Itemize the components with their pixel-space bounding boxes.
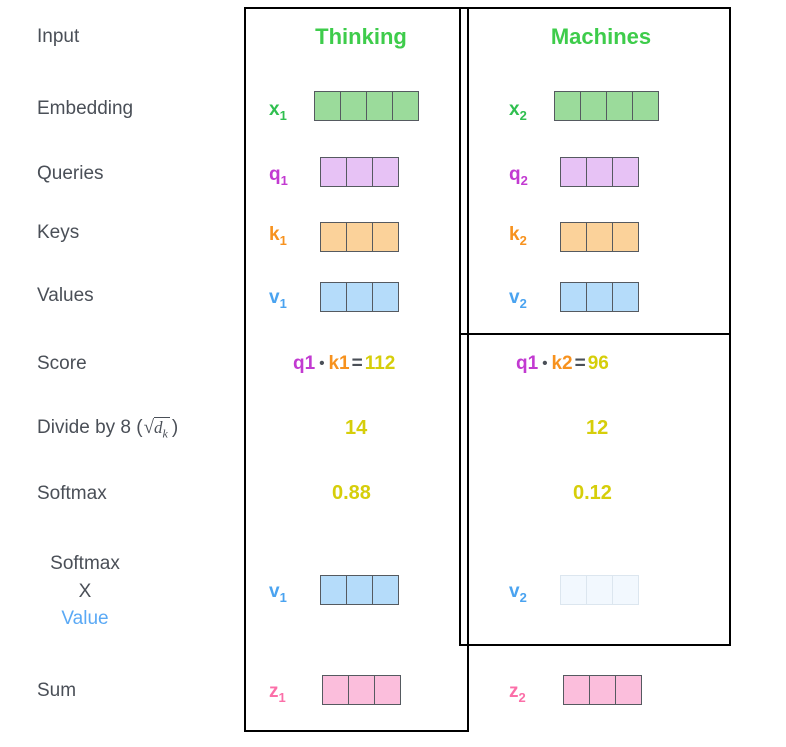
- softmax-value-right: 0.12: [573, 482, 612, 504]
- vector-cell: [612, 222, 639, 252]
- vector-cell: [346, 575, 373, 605]
- row-label-input: Input: [37, 26, 80, 47]
- vector-cell: [586, 157, 613, 187]
- vector-strip-z1: [322, 675, 401, 705]
- row-label-queries: Queries: [37, 163, 104, 184]
- vector-label-x2: x2: [509, 99, 527, 123]
- softmax-value-left: 0.88: [332, 482, 371, 504]
- vector-strip-q2: [560, 157, 639, 187]
- row-label-embedding: Embedding: [37, 98, 134, 119]
- vector-cell: [320, 282, 347, 312]
- vector-strip-v2-weighted: [560, 575, 639, 605]
- outline-box-score-lower: [459, 333, 731, 646]
- outline-seam-lower: [246, 335, 252, 644]
- row-label-softmax: Softmax: [37, 483, 107, 504]
- row-label-sum: Sum: [37, 680, 77, 701]
- column-header-thinking: Thinking: [315, 24, 407, 49]
- vector-cell: [560, 575, 587, 605]
- vector-cell: [366, 91, 393, 121]
- divide-label-text: Divide by 8 (: [37, 417, 143, 438]
- vector-label-v1-weighted: v1: [269, 581, 287, 605]
- vector-cell: [346, 157, 373, 187]
- vector-cell: [589, 675, 616, 705]
- vector-strip-v1-weighted: [320, 575, 399, 605]
- vector-strip-x1: [314, 91, 419, 121]
- divide-value-right: 12: [586, 417, 609, 439]
- vector-cell: [612, 157, 639, 187]
- vector-cell: [580, 91, 607, 121]
- column-header-machines: Machines: [550, 24, 652, 49]
- vector-cell: [372, 222, 399, 252]
- vector-cell: [320, 157, 347, 187]
- vector-cell: [586, 575, 613, 605]
- vector-cell: [560, 222, 587, 252]
- vector-label-k1: k1: [269, 224, 287, 248]
- row-label-divide-by-8: Divide by 8 (√dk): [37, 417, 179, 441]
- vector-cell: [632, 91, 659, 121]
- vector-label-k2: k2: [509, 224, 527, 248]
- vector-cell: [374, 675, 401, 705]
- vector-cell: [320, 575, 347, 605]
- vector-strip-k1: [320, 222, 399, 252]
- vector-strip-v1: [320, 282, 399, 312]
- softmax-times-value-line-2: X: [78, 580, 92, 602]
- score-formula-left: q1•k1=112: [293, 353, 396, 374]
- divide-value-left: 14: [345, 417, 368, 439]
- divide-label-close-paren: ): [171, 417, 179, 438]
- vector-cell: [586, 282, 613, 312]
- score-formula-right: q1•k2=96: [516, 353, 609, 374]
- vector-cell: [340, 91, 367, 121]
- vector-label-x1: x1: [269, 99, 287, 123]
- vector-label-v2: v2: [509, 287, 527, 311]
- vector-cell: [615, 675, 642, 705]
- vector-cell: [348, 675, 375, 705]
- row-label-values: Values: [37, 285, 94, 306]
- vector-cell: [322, 675, 349, 705]
- sqrt-dk-math: √dk: [143, 417, 170, 441]
- vector-cell: [372, 575, 399, 605]
- vector-cell: [606, 91, 633, 121]
- vector-label-v1: v1: [269, 287, 287, 311]
- softmax-times-value-line-3: Value: [61, 608, 109, 630]
- outline-box-thinking-column: [244, 7, 469, 732]
- outline-seam-upper: [461, 9, 467, 333]
- softmax-times-value-line-1: Softmax: [50, 553, 120, 574]
- vector-cell: [554, 91, 581, 121]
- row-label-keys: Keys: [37, 222, 80, 243]
- vector-label-q2: q2: [509, 164, 528, 188]
- vector-cell: [560, 282, 587, 312]
- dot-product-icon: •: [319, 355, 325, 373]
- vector-cell: [346, 222, 373, 252]
- vector-label-v2-weighted: v2: [509, 581, 527, 605]
- vector-cell: [563, 675, 590, 705]
- dot-product-icon: •: [542, 355, 548, 373]
- vector-label-z2: z2: [509, 681, 526, 705]
- vector-cell: [560, 157, 587, 187]
- vector-strip-v2: [560, 282, 639, 312]
- vector-cell: [612, 575, 639, 605]
- vector-cell: [346, 282, 373, 312]
- vector-strip-k2: [560, 222, 639, 252]
- vector-cell: [320, 222, 347, 252]
- vector-strip-z2: [563, 675, 642, 705]
- vector-strip-x2: [554, 91, 659, 121]
- row-label-softmax-times-value: Softmax X Value: [0, 550, 170, 633]
- vector-strip-q1: [320, 157, 399, 187]
- vector-cell: [392, 91, 419, 121]
- vector-cell: [612, 282, 639, 312]
- vector-cell: [372, 157, 399, 187]
- vector-label-q1: q1: [269, 164, 288, 188]
- vector-label-z1: z1: [269, 681, 286, 705]
- vector-cell: [372, 282, 399, 312]
- row-label-score: Score: [37, 353, 87, 374]
- vector-cell: [314, 91, 341, 121]
- vector-cell: [586, 222, 613, 252]
